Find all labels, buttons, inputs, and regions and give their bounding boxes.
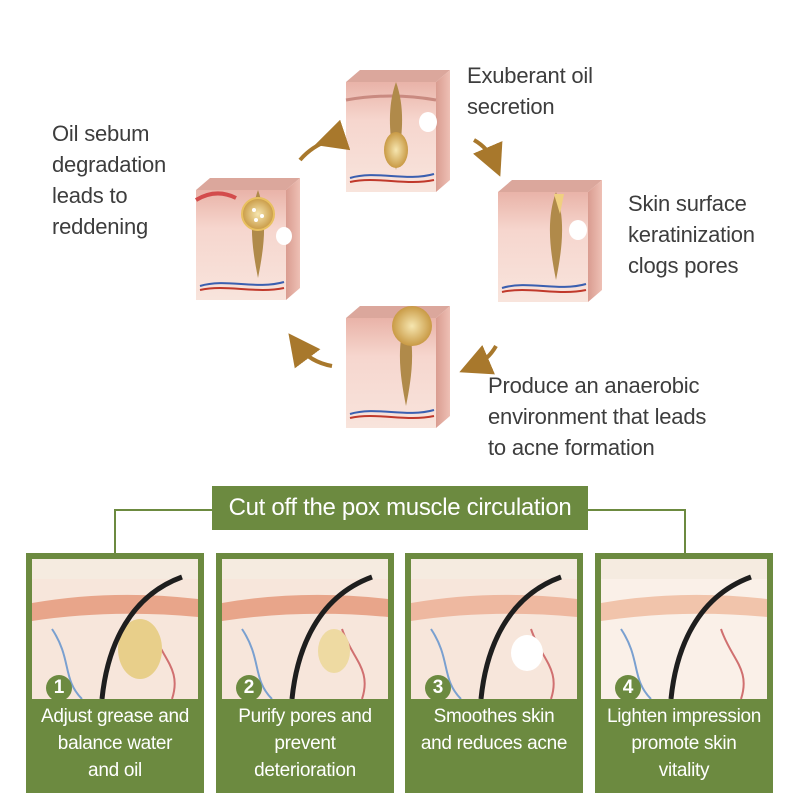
step-number: 1 [46, 675, 72, 701]
caption-oil-sebum: Oil sebum degradation leads to reddening [52, 121, 167, 239]
skin-block-left [194, 178, 300, 300]
step-panel-3: 3 Smoothes skin and reduces acne [405, 553, 583, 793]
cycle-arrow-top-right [472, 138, 503, 177]
caption-anaerobic: Produce an anaerobic environment that le… [488, 373, 707, 460]
acne-cycle-diagram [194, 70, 602, 428]
cycle-arrow-bottom-right [459, 344, 498, 375]
step-text: Smoothes skin and reduces acne [420, 706, 568, 754]
step-text: Lighten impression promote skin vitality [606, 706, 762, 781]
skin-block-bottom [346, 306, 450, 428]
step-panel-4: 4 Lighten impression promote skin vitali… [595, 553, 773, 793]
step-number: 2 [236, 675, 262, 701]
step-panel-1: 1 Adjust grease and balance water and oi… [26, 553, 204, 793]
step-text: Adjust grease and balance water and oil [40, 706, 190, 781]
step-panel-2: 2 Purify pores and prevent deterioration [216, 553, 394, 793]
cycle-arrow-top-left [298, 119, 351, 162]
banner-connectors [114, 509, 686, 553]
step-number: 3 [425, 675, 451, 701]
skin-block-top [345, 70, 450, 192]
step-number: 4 [615, 675, 641, 701]
caption-keratinization: Skin surface keratinization clogs pores [628, 191, 755, 278]
cycle-arrow-bottom-left [288, 333, 333, 369]
step-text: Purify pores and prevent deterioration [238, 706, 372, 781]
skin-block-right [498, 180, 602, 302]
caption-exuberant-oil: Exuberant oil secretion [467, 63, 593, 119]
banner-title: Cut off the pox muscle circulation [212, 486, 588, 530]
skin-illustration [411, 559, 577, 699]
